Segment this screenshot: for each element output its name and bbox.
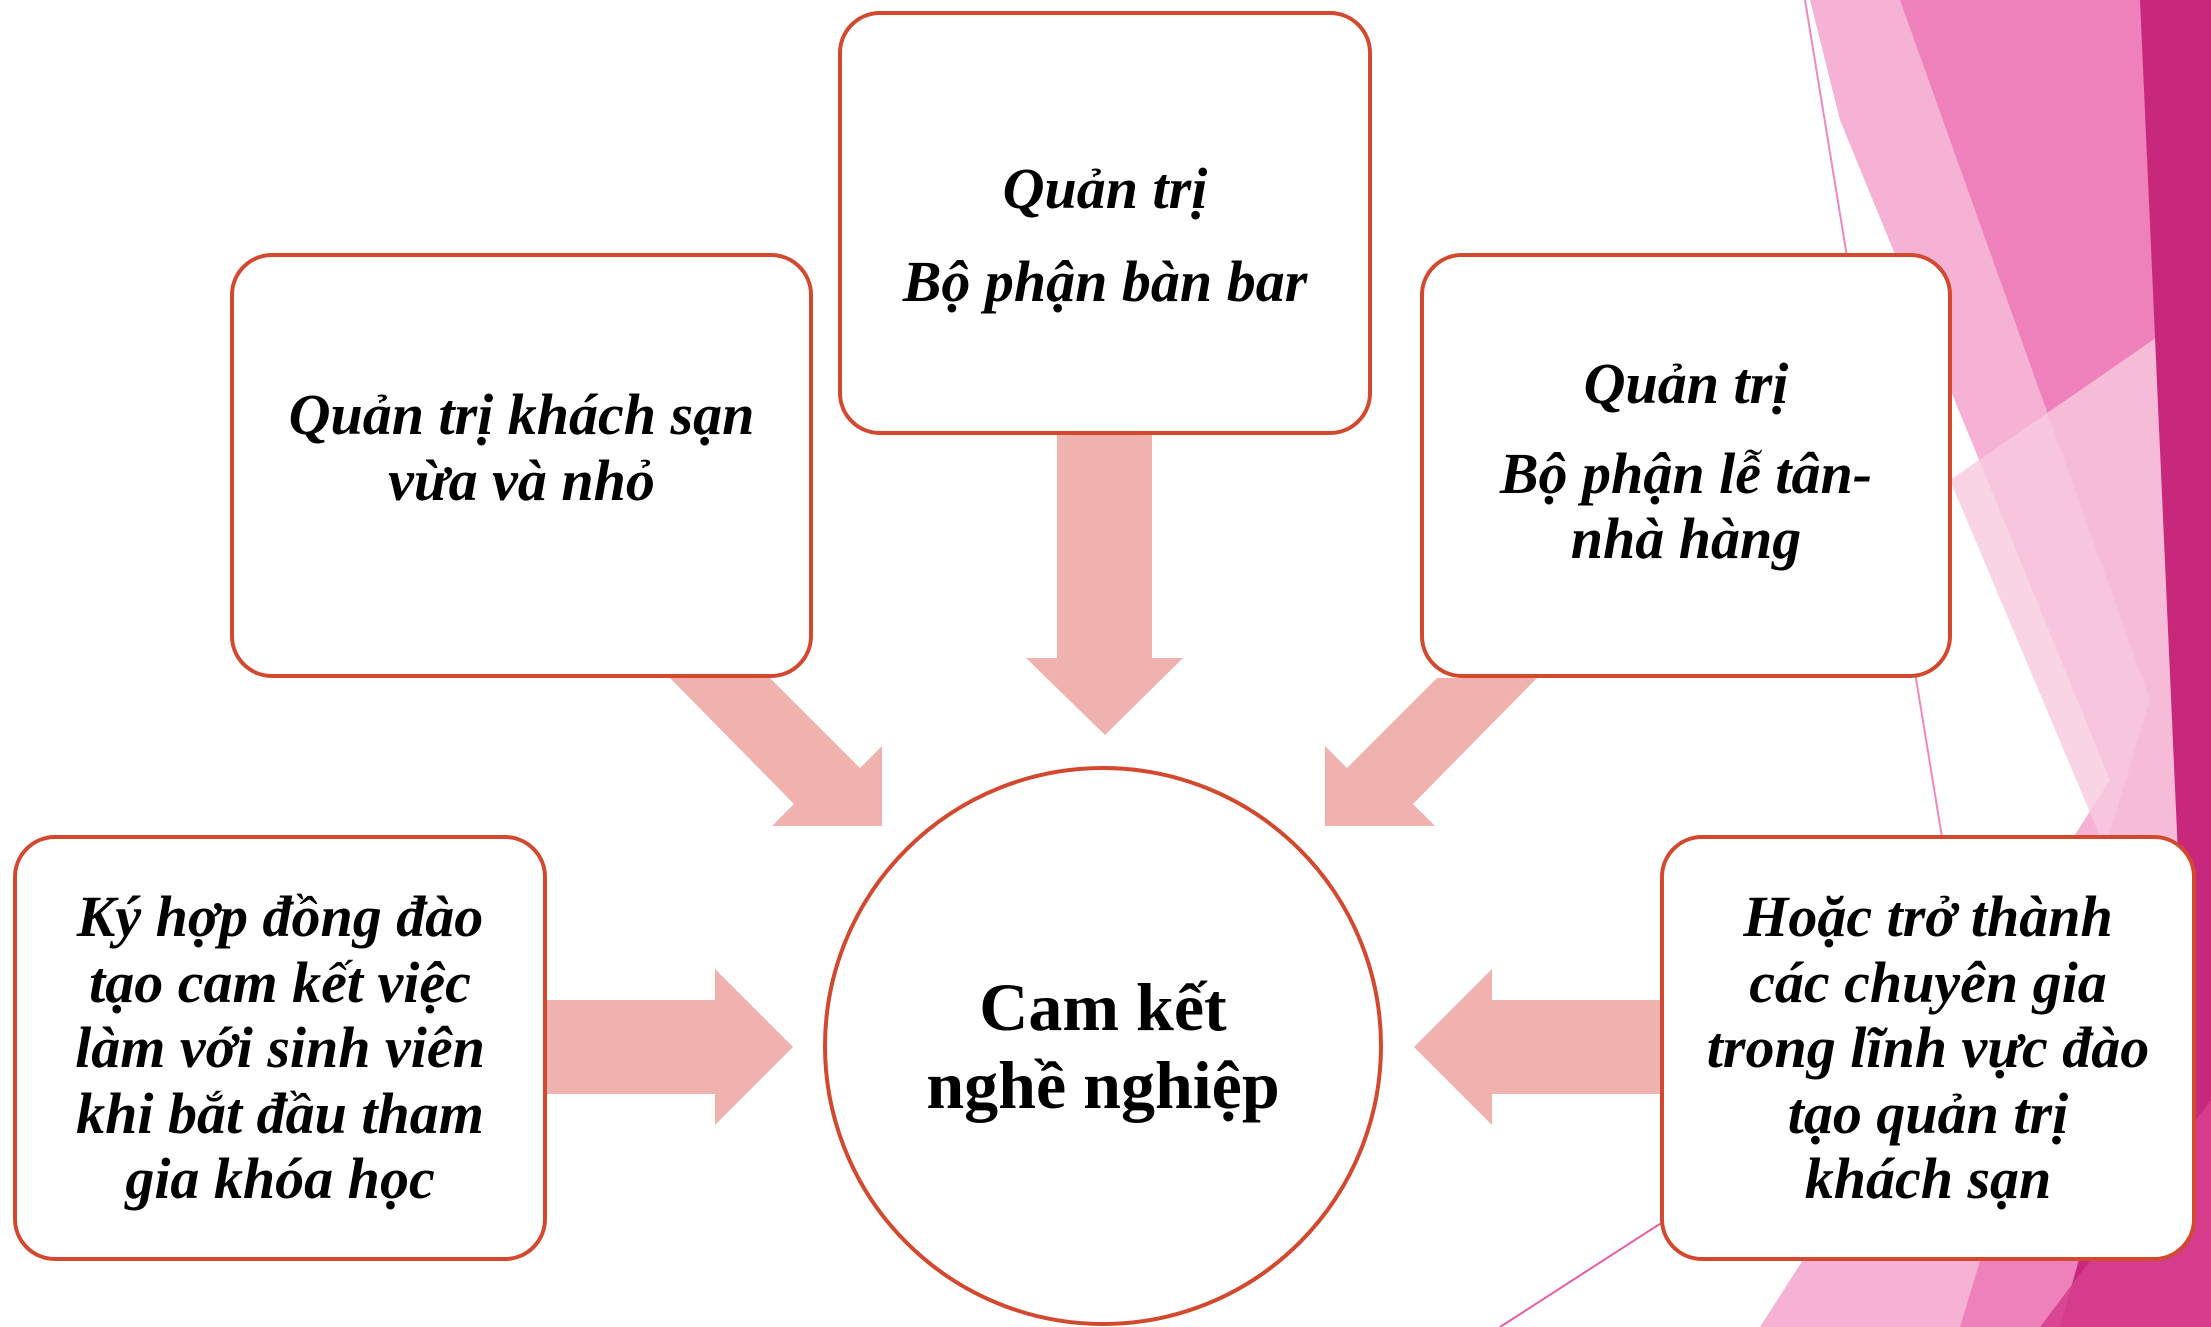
box-bar-department: Quản trị Bộ phận bàn bar (838, 11, 1372, 435)
arrow-diagonal-right (1325, 678, 1537, 826)
box-training-expert-line5: khách sạn (1804, 1146, 2052, 1212)
box-reception-line1: Quản trị (1583, 351, 1789, 417)
box-training-expert-line2: các chuyên gia (1749, 949, 2107, 1015)
box-training-expert: Hoặc trở thành các chuyên gia trong lĩnh… (1660, 835, 2196, 1261)
box-reception-restaurant: Quản trị Bộ phận lễ tân- nhà hàng (1420, 253, 1952, 678)
box-reception-line2: Bộ phận lễ tân- (1499, 440, 1873, 506)
box-small-hotel-management: Quản trị khách sạn vừa và nhỏ (230, 253, 813, 678)
box-small-hotel-line1: Quản trị khách sạn (288, 381, 755, 447)
box-training-contract-line1: Ký hợp đồng đào (76, 884, 484, 950)
arrow-left (1414, 969, 1660, 1125)
box-training-contract-line3: làm với sinh viên (75, 1015, 485, 1081)
box-bar-department-line1: Quản trị (1002, 156, 1208, 221)
box-training-expert-line1: Hoặc trở thành (1743, 884, 2113, 950)
center-line2: nghề nghiệp (926, 1047, 1280, 1123)
center-career-commitment: Cam kết nghề nghiệp (823, 766, 1383, 1326)
box-training-contract: Ký hợp đồng đào tạo cam kết việc làm với… (13, 835, 547, 1261)
arrow-right (547, 969, 793, 1125)
arrow-diagonal-left (670, 678, 882, 826)
box-training-expert-line3: trong lĩnh vực đào (1706, 1015, 2150, 1081)
arrow-down (1026, 435, 1183, 735)
box-reception-line3: nhà hàng (1570, 506, 1802, 572)
box-training-contract-line2: tạo cam kết việc (89, 949, 471, 1015)
box-small-hotel-line2: vừa và nhỏ (388, 447, 655, 513)
box-bar-department-line2: Bộ phận bàn bar (902, 248, 1308, 314)
box-training-contract-line4: khi bắt đầu tham (76, 1080, 484, 1146)
box-training-expert-line4: tạo quản trị (1787, 1080, 2069, 1146)
box-training-contract-line5: gia khóa học (125, 1146, 435, 1212)
center-line1: Cam kết (979, 968, 1227, 1045)
